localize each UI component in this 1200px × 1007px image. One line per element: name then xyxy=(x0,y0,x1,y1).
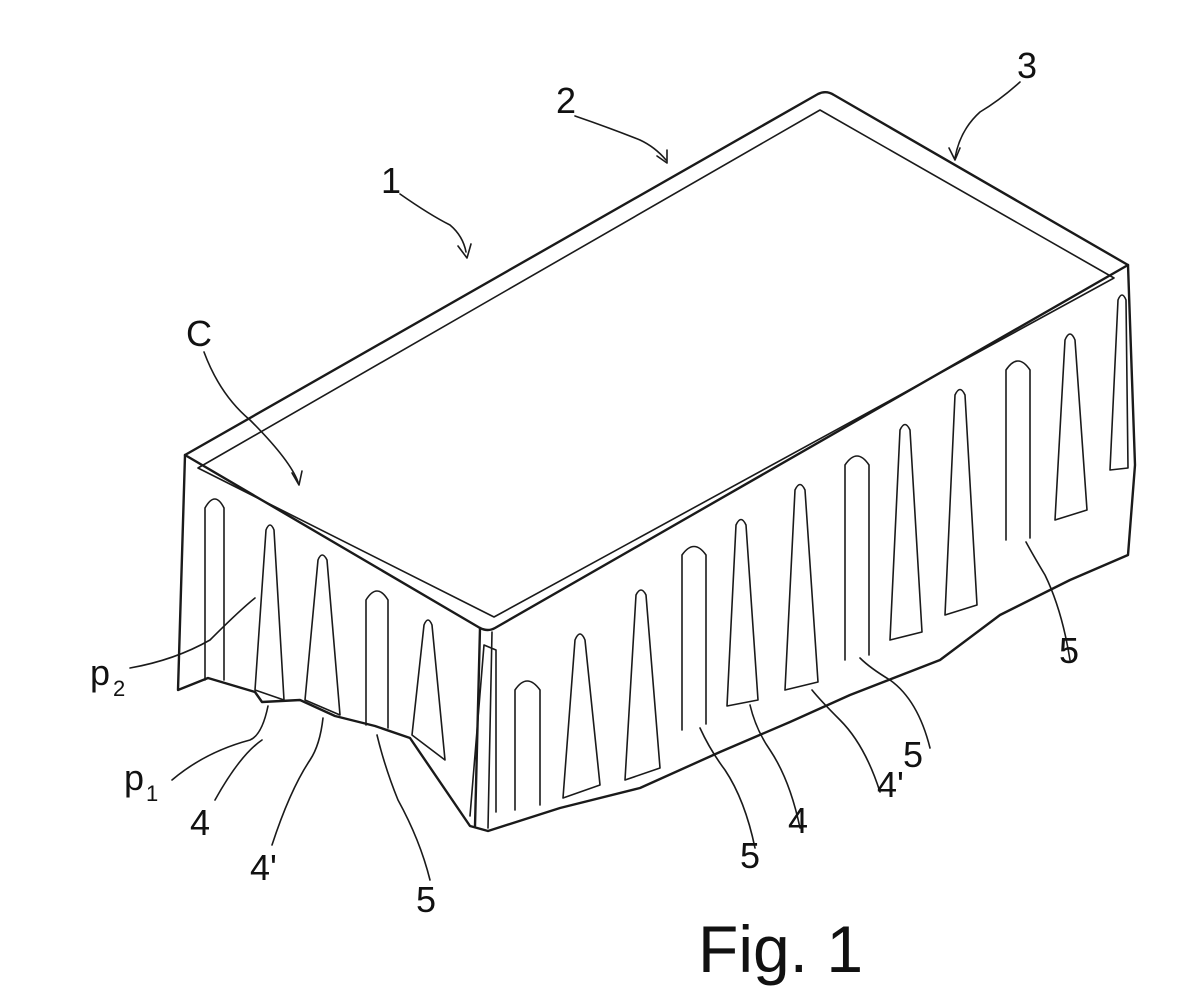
right-side-ribs xyxy=(470,295,1128,816)
label-4prime-right: 4' xyxy=(877,764,904,805)
label-3: 3 xyxy=(1017,45,1037,86)
label-2: 2 xyxy=(556,80,576,121)
label-p1-subscript: 1 xyxy=(146,781,158,806)
label-c: C xyxy=(186,313,212,354)
label-p1: p xyxy=(124,757,144,798)
tray-top xyxy=(185,92,1128,630)
label-5-far-right: 5 xyxy=(1059,630,1079,671)
label-5-left: 5 xyxy=(416,879,436,920)
label-4-right: 4 xyxy=(788,800,808,841)
label-p2: p xyxy=(90,652,110,693)
label-4prime-left: 4' xyxy=(250,847,277,888)
tray-walls xyxy=(178,265,1135,831)
label-5-middle: 5 xyxy=(740,835,760,876)
label-1: 1 xyxy=(381,160,401,201)
figure-caption: Fig. 1 xyxy=(698,912,863,986)
label-p2-subscript: 2 xyxy=(113,676,125,701)
reference-labels: 1 2 3 C p 2 p 1 4 4' 5 5 4 4' 5 5 xyxy=(90,45,1079,920)
label-5-right: 5 xyxy=(903,734,923,775)
label-4-left: 4 xyxy=(190,802,210,843)
leader-lines xyxy=(130,82,1070,880)
